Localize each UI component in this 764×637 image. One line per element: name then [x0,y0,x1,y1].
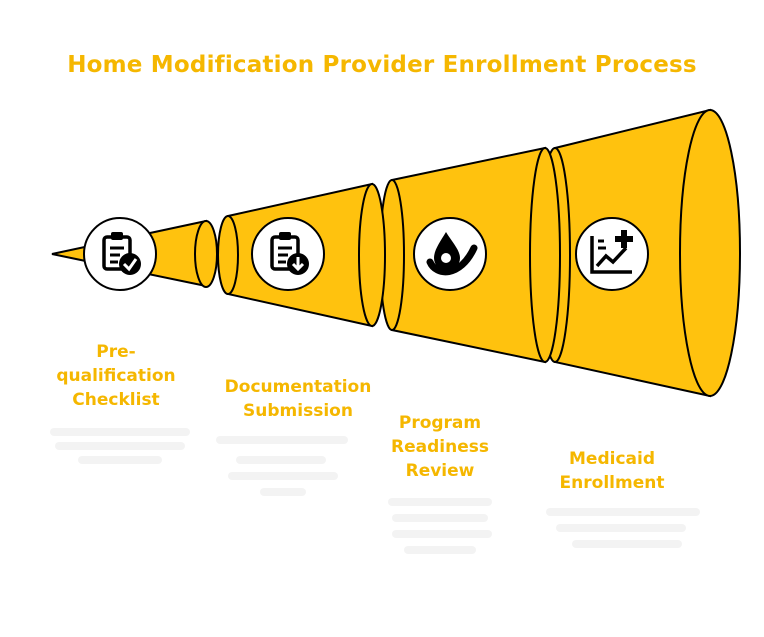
hand-holding-drop-icon [413,217,487,291]
stage-label-medicaid-enrollment: Medicaid Enrollment [559,449,665,493]
stage-label-pre-qualification-checklist: Pre- qualification Checklist [56,342,176,410]
chart-plus-icon [575,217,649,291]
clipboard-download-icon [251,217,325,291]
stage-label-documentation-submission: Documentation Submission [224,377,372,421]
diagram-title: Home Modification Provider Enrollment Pr… [67,52,697,78]
clipboard-check-icon [83,217,157,291]
stage-label-program-readiness-review: Program Readiness Review [391,413,489,481]
